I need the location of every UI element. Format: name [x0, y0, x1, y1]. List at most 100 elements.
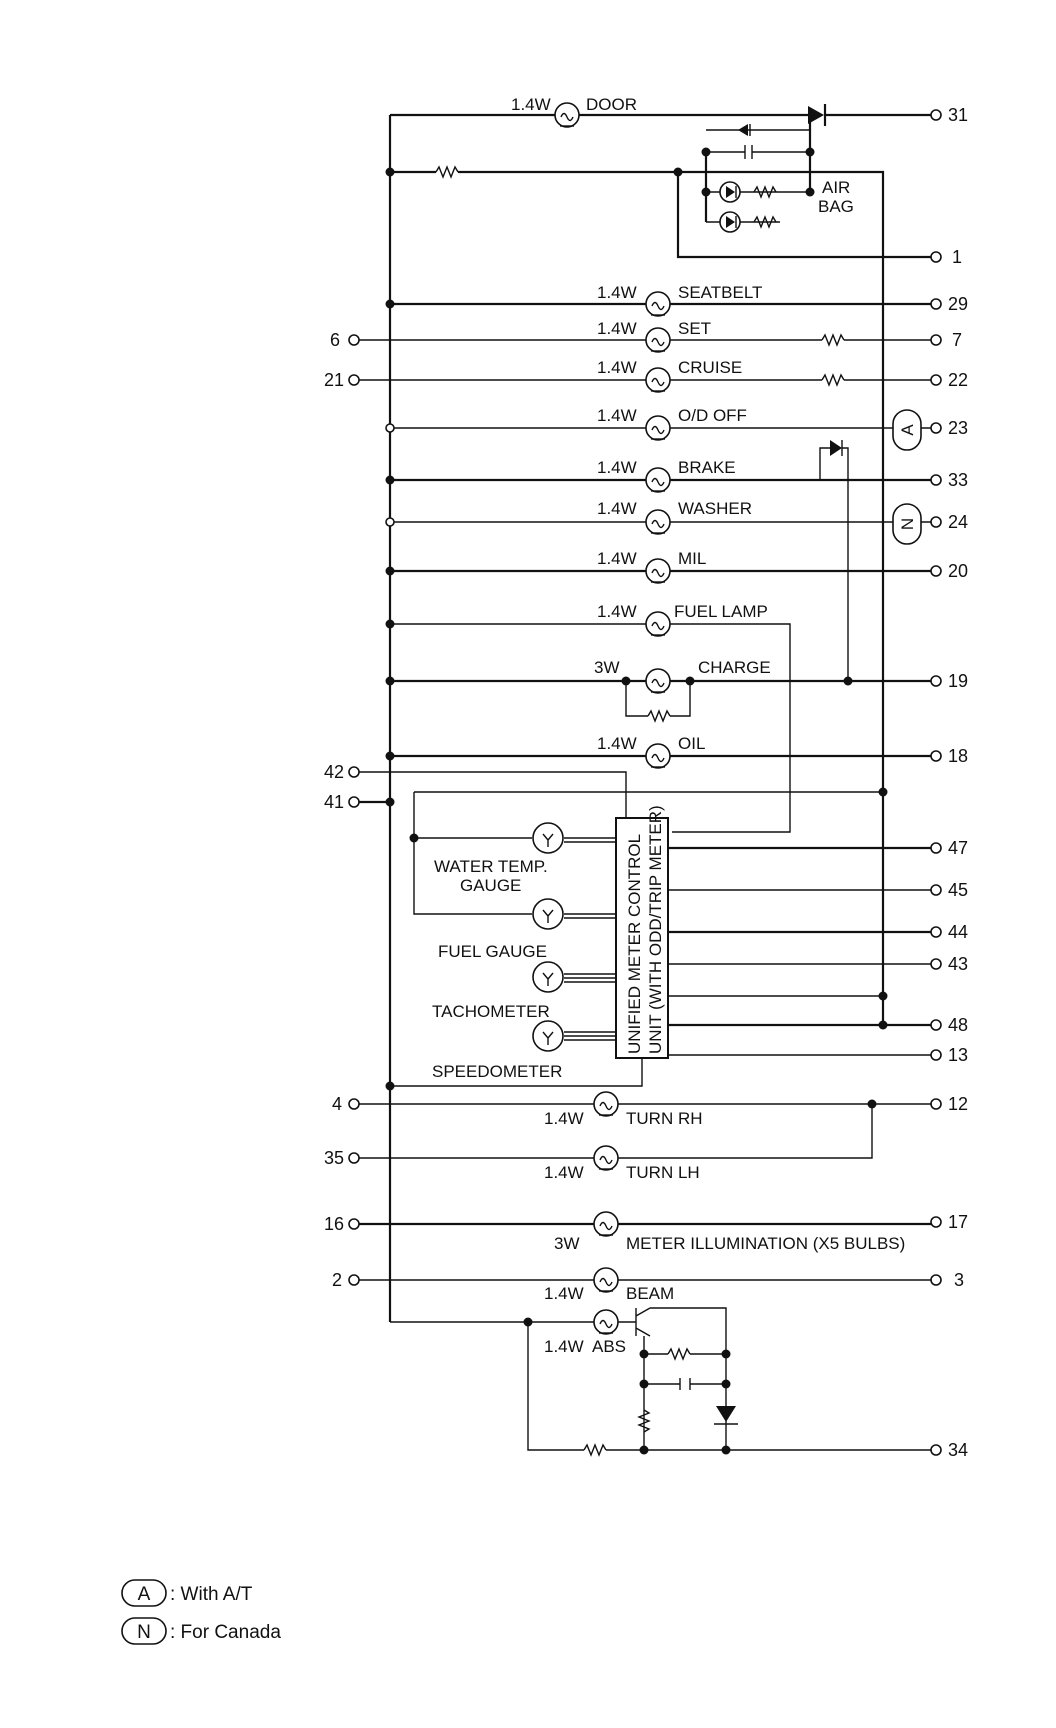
speedometer-label: SPEEDOMETER [432, 1062, 562, 1081]
brake-label: BRAKE [678, 458, 736, 477]
terminal-48: 48 [948, 1015, 968, 1035]
terminal-4: 4 [332, 1094, 342, 1114]
fuel-lamp: 1.4W FUEL LAMP [385, 602, 791, 833]
beam-label: BEAM [626, 1284, 674, 1303]
od-off-lamp: 1.4W O/D OFF A [385, 406, 931, 451]
right-terminals: 31 1 29 7 22 23 33 24 20 19 18 47 45 44 … [930, 105, 968, 1460]
unified-meter-control-unit: UNIFIED METER CONTROL UNIT (WITH ODD/TRI… [615, 805, 931, 1059]
charge-label: CHARGE [698, 658, 771, 677]
terminal-45: 45 [948, 880, 968, 900]
mil-watt-label: 1.4W [597, 549, 637, 568]
terminal-7: 7 [952, 330, 962, 350]
unit-label-1: UNIFIED METER CONTROL [625, 834, 644, 1054]
door-label: DOOR [586, 95, 637, 114]
terminal-6: 6 [330, 330, 340, 350]
terminal-3: 3 [954, 1270, 964, 1290]
airbag-circuit: AIR BAG [385, 115, 931, 1022]
terminal-20: 20 [948, 561, 968, 581]
terminal-19: 19 [948, 671, 968, 691]
fuel-lamp-watt-label: 1.4W [597, 602, 637, 621]
terminal-47: 47 [948, 838, 968, 858]
od-off-label: O/D OFF [678, 406, 747, 425]
terminal-1: 1 [952, 247, 962, 267]
unit-label-2: UNIT (WITH ODD/TRIP METER) [646, 805, 665, 1054]
terminal-22: 22 [948, 370, 968, 390]
set-label: SET [678, 319, 711, 338]
terminal-41: 41 [324, 792, 344, 812]
abs-watt-label: 1.4W [544, 1337, 584, 1356]
legend-badge-a: A [138, 1584, 151, 1605]
terminal-29: 29 [948, 294, 968, 314]
turn-lh-watt-label: 1.4W [544, 1163, 584, 1182]
seatbelt-lamp: 1.4W SEATBELT [385, 283, 931, 317]
meter-illumination-lamp: 3W METER ILLUMINATION (X5 BULBS) [358, 1211, 931, 1253]
terminal-24: 24 [948, 512, 968, 532]
legend-badge-n: N [137, 1622, 151, 1643]
left-terminals: 6 21 42 41 4 35 16 2 [324, 330, 360, 1290]
terminal-2: 2 [332, 1270, 342, 1290]
airbag-label-1: AIR [822, 178, 850, 197]
oil-lamp: 1.4W OIL [385, 734, 931, 769]
main-bus [388, 113, 931, 1322]
terminal-23: 23 [948, 418, 968, 438]
turn-rh-watt-label: 1.4W [544, 1109, 584, 1128]
terminal-13: 13 [948, 1045, 968, 1065]
brake-lamp: 1.4W BRAKE [385, 440, 931, 681]
turn-lh-label: TURN LH [626, 1163, 700, 1182]
set-watt-label: 1.4W [597, 319, 637, 338]
airbag-label-2: BAG [818, 197, 854, 216]
terminal-44: 44 [948, 922, 968, 942]
od-off-watt-label: 1.4W [597, 406, 637, 425]
washer-watt-label: 1.4W [597, 499, 637, 518]
with-at-badge-letter: A [898, 424, 917, 436]
fuel-gauge-label: FUEL GAUGE [438, 942, 547, 961]
oil-label: OIL [678, 734, 705, 753]
cruise-watt-label: 1.4W [597, 358, 637, 377]
set-lamp: 1.4W SET [358, 319, 931, 353]
terminal-34: 34 [948, 1440, 968, 1460]
door-lamp: 1.4W DOOR [511, 95, 637, 128]
abs-lamp-circuit: 1.4W ABS [390, 1307, 931, 1456]
washer-label: WASHER [678, 499, 752, 518]
beam-lamp: 1.4W BEAM [358, 1267, 931, 1303]
water-temp-label-1: WATER TEMP. [434, 857, 548, 876]
legend: A : With A/T N : For Canada [121, 1579, 281, 1645]
terminal-43: 43 [948, 954, 968, 974]
washer-lamp: 1.4W WASHER N [385, 499, 931, 545]
legend-text-for-canada: : For Canada [170, 1622, 281, 1643]
cruise-label: CRUISE [678, 358, 742, 377]
seatbelt-label: SEATBELT [678, 283, 762, 302]
for-canada-badge-letter: N [898, 518, 917, 530]
door-diode [808, 104, 827, 126]
gauge-feed-wiring: WATER TEMP. GAUGE FUEL GAUGE TACHOMETER … [358, 771, 888, 1091]
with-at-badge: A [892, 409, 922, 451]
fuel-lamp-label: FUEL LAMP [674, 602, 768, 621]
charge-lamp: 3W CHARGE [385, 658, 931, 722]
terminal-12: 12 [948, 1094, 968, 1114]
terminal-21: 21 [324, 370, 344, 390]
terminal-35: 35 [324, 1148, 344, 1168]
terminal-33: 33 [948, 470, 968, 490]
terminal-42: 42 [324, 762, 344, 782]
charge-watt-label: 3W [594, 658, 620, 677]
mil-lamp: 1.4W MIL [385, 549, 931, 584]
abs-label: ABS [592, 1337, 626, 1356]
cruise-lamp: 1.4W CRUISE [358, 358, 931, 393]
oil-watt-label: 1.4W [597, 734, 637, 753]
terminal-16: 16 [324, 1214, 344, 1234]
terminal-17: 17 [948, 1212, 968, 1232]
terminal-18: 18 [948, 746, 968, 766]
meter-illum-watt-label: 3W [554, 1234, 580, 1253]
legend-item-for-canada: N : For Canada [121, 1617, 281, 1645]
water-temp-label-2: GAUGE [460, 876, 521, 895]
meter-illum-label: METER ILLUMINATION (X5 BULBS) [626, 1234, 905, 1253]
beam-watt-label: 1.4W [544, 1284, 584, 1303]
seatbelt-watt-label: 1.4W [597, 283, 637, 302]
brake-watt-label: 1.4W [597, 458, 637, 477]
turn-rh-label: TURN RH [626, 1109, 703, 1128]
door-watt-label: 1.4W [511, 95, 551, 114]
mil-label: MIL [678, 549, 706, 568]
legend-item-with-at: A : With A/T [121, 1579, 253, 1607]
tachometer-label: TACHOMETER [432, 1002, 550, 1021]
